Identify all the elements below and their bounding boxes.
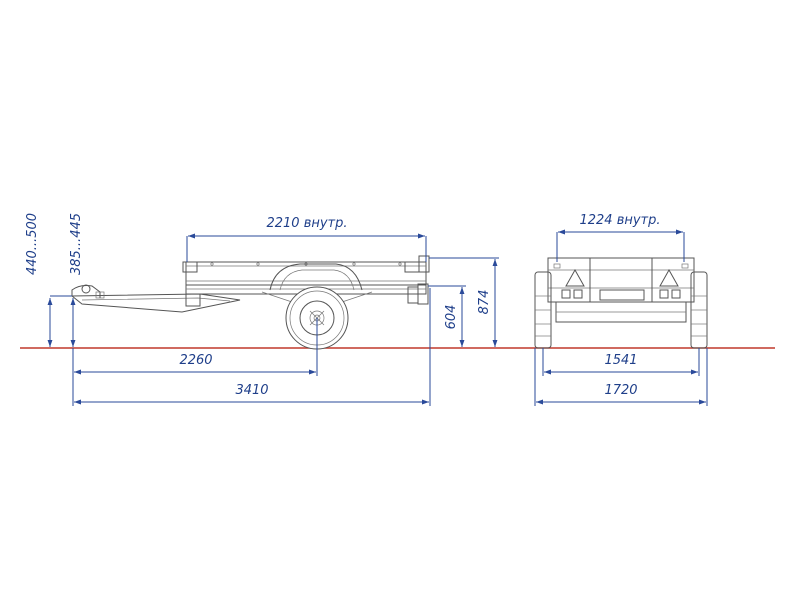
dimension-axle-distance-label: 2260 — [179, 353, 212, 368]
dimension-inner-width: 1224 внутр. — [556, 213, 685, 262]
dimension-axle-distance: 2260 — [72, 318, 318, 406]
trailer-rear-view — [534, 257, 708, 349]
dimension-hitch-height-low: 385...445 — [69, 213, 84, 347]
dimension-inner-length-label: 2210 внутр. — [266, 216, 347, 231]
dimension-track-width: 1541 — [542, 348, 700, 376]
dimension-hitch-height-low-label: 385...445 — [69, 213, 84, 275]
dimension-body-height: 604 — [428, 285, 466, 347]
dimension-overall-length: 3410 — [74, 288, 431, 406]
dimension-track-width-label: 1541 — [604, 353, 637, 368]
dimension-overall-width: 1720 — [534, 348, 708, 406]
dimension-hitch-height-high: 440...500 — [25, 213, 72, 347]
dimension-inner-width-label: 1224 внутр. — [579, 213, 660, 228]
dimension-overall-width-label: 1720 — [604, 383, 637, 398]
dimension-inner-length: 2210 внутр. — [186, 216, 427, 262]
dimension-overall-length-label: 3410 — [235, 383, 268, 398]
trailer-side-view — [70, 255, 430, 350]
dimension-overall-height-label: 874 — [477, 290, 492, 315]
dimension-hitch-height-high-label: 440...500 — [25, 213, 40, 275]
dimension-body-height-label: 604 — [444, 305, 459, 330]
dimension-overall-height: 874 — [429, 257, 499, 347]
